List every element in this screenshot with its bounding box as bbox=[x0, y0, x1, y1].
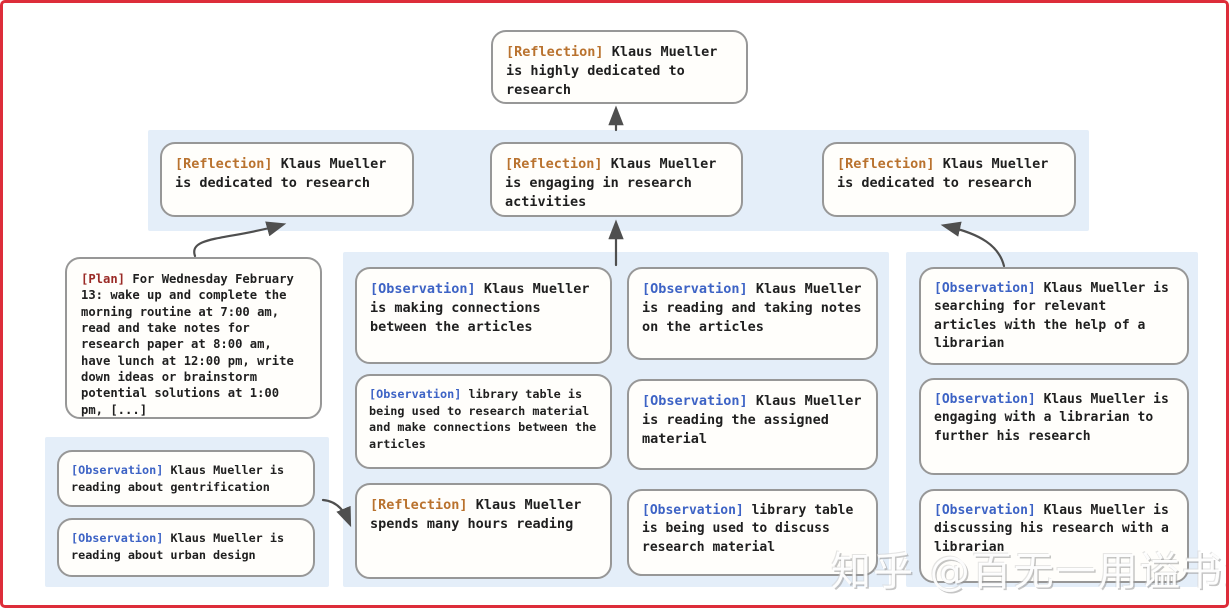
node-obs-discussing-research: [Observation] Klaus Mueller is discussin… bbox=[919, 489, 1189, 583]
node-obs-library-table-discuss: [Observation] library table is being use… bbox=[627, 489, 878, 576]
node-text: Klaus Mueller is engaging with a librari… bbox=[934, 392, 1169, 444]
node-reflection-1: [Reflection] Klaus Mueller is dedicated … bbox=[160, 142, 414, 217]
node-text: Klaus Mueller spends many hours reading bbox=[370, 497, 582, 533]
observation-tag: [Observation] bbox=[934, 281, 1036, 296]
reflection-tag: [Reflection] bbox=[175, 156, 273, 172]
zhihu-watermark: 知乎 @百无一用谥书生 bbox=[831, 549, 1229, 595]
node-text: Klaus Mueller is reading the assigned ma… bbox=[642, 393, 862, 448]
plan-tag: [Plan] bbox=[81, 272, 126, 286]
node-obs-gentrification: [Observation] Klaus Mueller is reading a… bbox=[57, 450, 315, 507]
node-obs-taking-notes: [Observation] Klaus Mueller is reading a… bbox=[627, 267, 878, 360]
node-reflection-2: [Reflection] Klaus Mueller is engaging i… bbox=[490, 142, 743, 217]
node-text: Klaus Mueller is dedicated to research bbox=[175, 156, 387, 192]
node-text: Klaus Mueller is reading and taking note… bbox=[642, 281, 862, 336]
observation-tag: [Observation] bbox=[71, 531, 164, 545]
node-obs-engaging-librarian: [Observation] Klaus Mueller is engaging … bbox=[919, 378, 1189, 475]
node-text: library table is being used to research … bbox=[369, 387, 597, 451]
node-text: Klaus Mueller is searching for relevant … bbox=[934, 281, 1169, 352]
node-text: library table is being used to discuss r… bbox=[642, 503, 854, 555]
reflection-tag: [Reflection] bbox=[837, 156, 935, 172]
node-reflection-hours-reading: [Reflection] Klaus Mueller spends many h… bbox=[355, 483, 612, 579]
observation-tag: [Observation] bbox=[71, 463, 164, 477]
node-obs-searching-articles: [Observation] Klaus Mueller is searching… bbox=[919, 267, 1189, 365]
node-root-reflection: [Reflection] Klaus Mueller is highly ded… bbox=[491, 30, 748, 104]
node-text: Klaus Mueller is discussing his research… bbox=[934, 503, 1169, 555]
node-text: Klaus Mueller is reading about urban des… bbox=[71, 531, 285, 562]
observation-tag: [Observation] bbox=[934, 503, 1036, 518]
node-text: Klaus Mueller is making connections betw… bbox=[370, 281, 590, 336]
observation-tag: [Observation] bbox=[642, 393, 748, 409]
node-obs-assigned-material: [Observation] Klaus Mueller is reading t… bbox=[627, 379, 878, 470]
node-text: For Wednesday February 13: wake up and c… bbox=[81, 272, 294, 417]
node-text: Klaus Mueller is highly dedicated to res… bbox=[506, 44, 718, 99]
node-reflection-3: [Reflection] Klaus Mueller is dedicated … bbox=[822, 142, 1076, 217]
node-obs-library-table-research: [Observation] library table is being use… bbox=[355, 374, 612, 469]
reflection-tag: [Reflection] bbox=[370, 497, 468, 513]
observation-tag: [Observation] bbox=[369, 387, 462, 401]
observation-tag: [Observation] bbox=[642, 281, 748, 297]
node-text: Klaus Mueller is reading about gentrific… bbox=[71, 463, 285, 494]
observation-tag: [Observation] bbox=[370, 281, 476, 297]
reflection-tag: [Reflection] bbox=[506, 44, 604, 60]
observation-tag: [Observation] bbox=[934, 392, 1036, 407]
observation-tag: [Observation] bbox=[642, 503, 744, 518]
node-plan: [Plan] For Wednesday February 13: wake u… bbox=[65, 257, 322, 419]
reflection-tag: [Reflection] bbox=[505, 156, 603, 172]
node-obs-making-connections: [Observation] Klaus Mueller is making co… bbox=[355, 267, 612, 364]
node-text: Klaus Mueller is dedicated to research bbox=[837, 156, 1049, 192]
node-obs-urban-design: [Observation] Klaus Mueller is reading a… bbox=[57, 518, 315, 577]
node-text: Klaus Mueller is engaging in research ac… bbox=[505, 156, 717, 211]
